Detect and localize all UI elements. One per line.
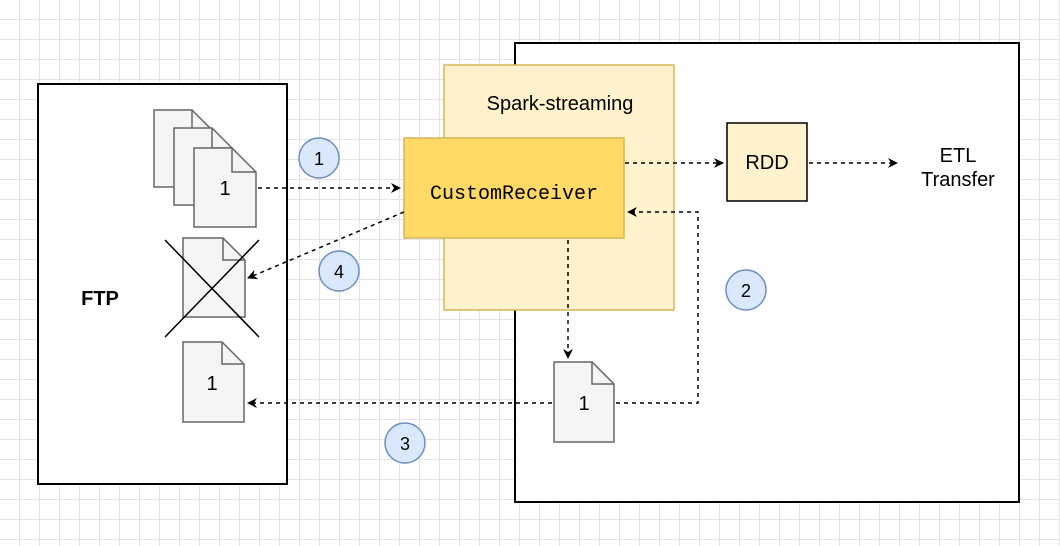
stack-file-label: 1 [219,178,230,200]
rdd-label: RDD [745,152,788,174]
arrow-local-file-to-receiver [616,207,699,404]
deleted-document-icon [164,237,260,338]
step-badge-2: 2 [725,269,767,311]
etl-label-line1: ETL [940,145,977,167]
ftp-label: FTP [81,288,119,310]
step-badge-1: 1 [298,137,340,179]
ftp-file-document-icon: 1 [182,341,245,423]
document-stack-icon: 1 [153,109,257,228]
step-badge-2-label: 2 [741,281,751,301]
step-badge-1-label: 1 [314,149,324,169]
ftp-file-label: 1 [206,373,217,395]
custom-receiver-box [403,137,625,239]
rdd-box [726,122,808,202]
step-badge-3: 3 [384,422,426,464]
etl-label-line2: Transfer [921,169,995,191]
local-file-label: 1 [578,393,589,415]
step-badge-4-label: 4 [334,262,344,282]
local-file-document-icon: 1 [553,361,615,443]
spark-streaming-label: Spark-streaming [487,93,634,115]
custom-receiver-label: CustomReceiver [430,183,598,206]
step-badge-3-label: 3 [400,434,410,454]
step-badge-4: 4 [318,250,360,292]
